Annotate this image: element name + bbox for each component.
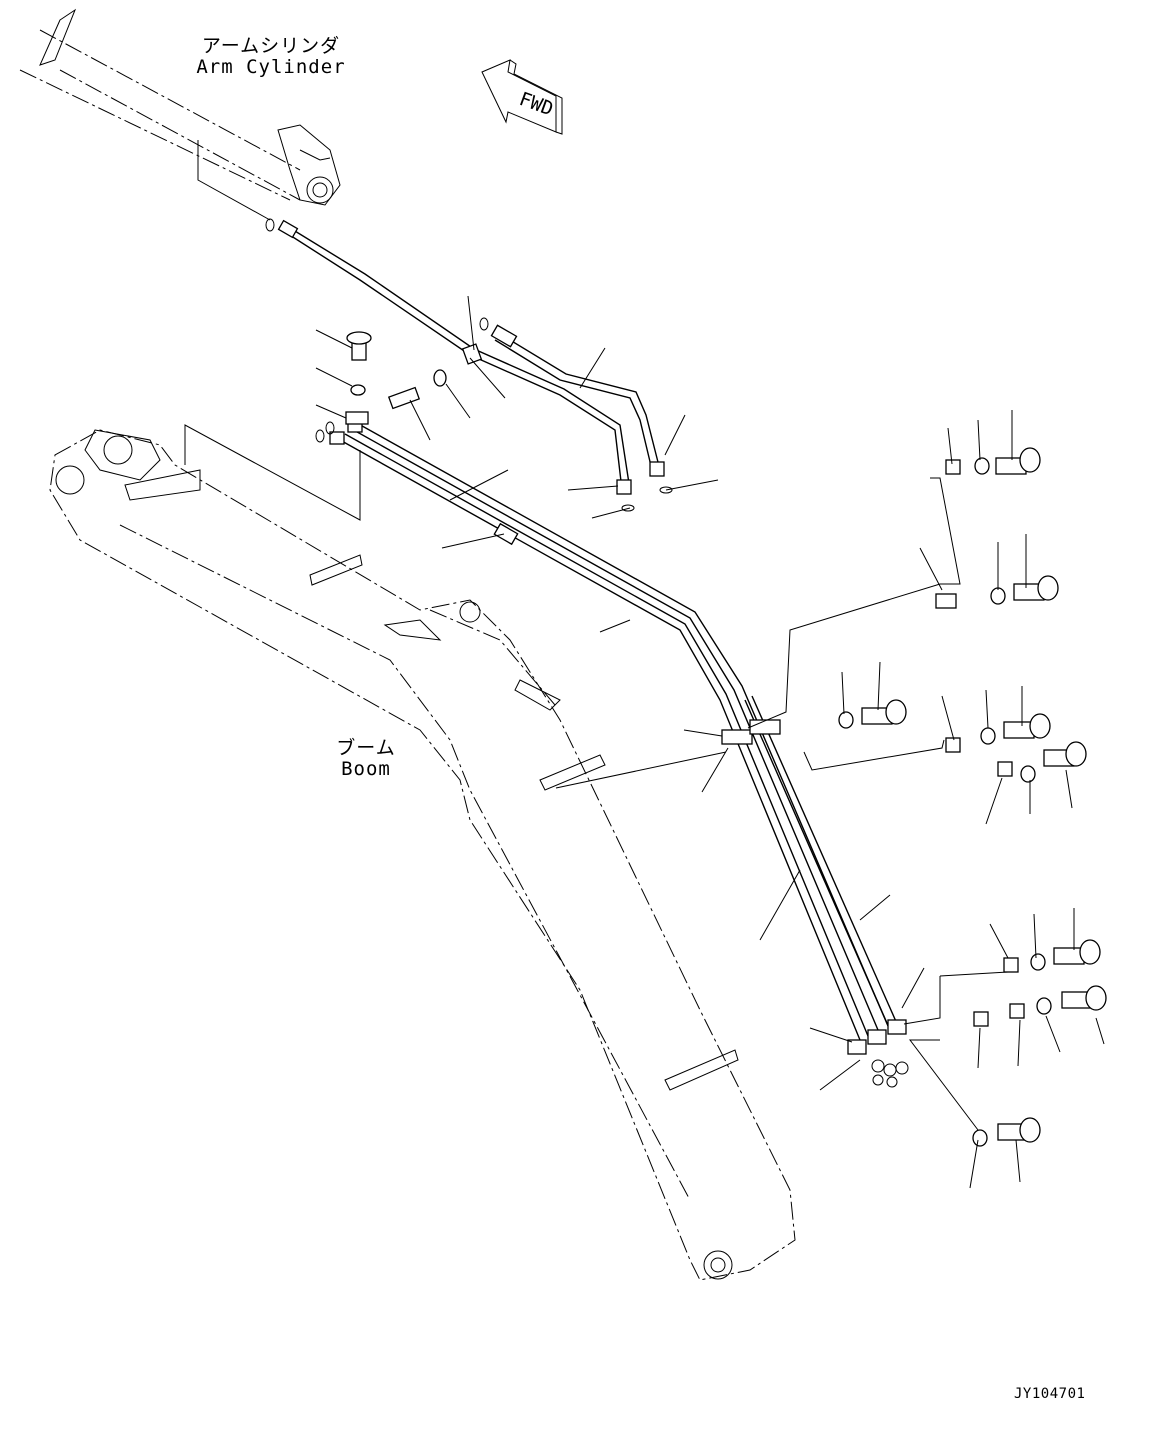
bolt-set-2 xyxy=(935,575,1059,609)
arm-cylinder-label: アームシリンダ Arm Cylinder xyxy=(186,36,356,78)
boom-label-jp: ブーム xyxy=(336,737,396,759)
fasteners xyxy=(345,331,1107,1147)
arm-cylinder-phantom xyxy=(19,8,341,221)
arm-cylinder-hose xyxy=(277,219,632,495)
arm-cylinder-label-en: Arm Cylinder xyxy=(196,56,346,78)
bolt-set-4 xyxy=(945,713,1051,753)
bolt-set-5 xyxy=(997,741,1087,783)
bolt-set-3 xyxy=(838,699,907,729)
bolt-set-1 xyxy=(945,447,1041,475)
o-rings xyxy=(265,218,673,512)
leader-lines xyxy=(315,295,1105,1189)
forward-arrow-icon: FWD xyxy=(481,59,563,135)
drawing-code: JY104701 xyxy=(1014,1386,1086,1402)
boom-label-en: Boom xyxy=(341,758,391,780)
boom-label: ブーム Boom xyxy=(318,738,414,780)
bolt-set-6 xyxy=(1003,939,1101,973)
bolt-set-7 xyxy=(973,985,1107,1027)
second-hose xyxy=(490,324,665,477)
boom-pipes xyxy=(329,419,909,1088)
bolt-set-8 xyxy=(972,1117,1041,1147)
arm-cylinder-label-jp: アームシリンダ xyxy=(201,35,341,57)
boom-phantom xyxy=(49,424,796,1281)
